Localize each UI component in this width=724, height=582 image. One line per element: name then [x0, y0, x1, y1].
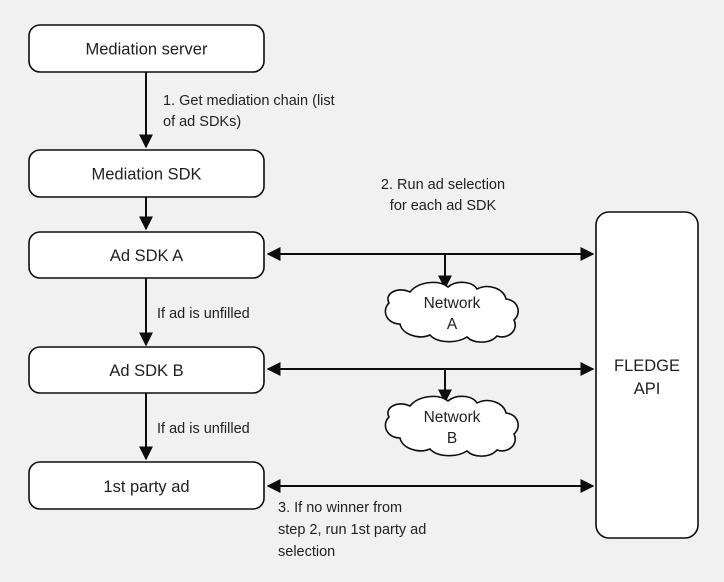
node-mediation-server[interactable]: Mediation server	[28, 24, 265, 73]
step-2-line-1: 2. Run ad selection	[381, 177, 505, 193]
ad-sdk-a-label: Ad SDK A	[110, 247, 183, 265]
ad-sdk-b-box	[28, 346, 265, 394]
edge-label-if-ad-unfilled-a: If ad is unfilled	[157, 306, 250, 322]
node-network-a[interactable]: Network A	[384, 281, 519, 343]
network-a-cloud-shape	[384, 281, 519, 343]
mediation-server-label: Mediation server	[86, 41, 208, 59]
fledge-api-label-line1: FLEDGE	[614, 357, 680, 375]
network-a-label-line2: A	[447, 316, 458, 333]
ad-sdk-a-box	[28, 231, 265, 279]
step-3-line-1: 3. If no winner from	[278, 500, 402, 516]
node-first-party-ad[interactable]: 1st party ad	[28, 461, 265, 510]
edge-label-step-1: 1. Get mediation chain (list of ad SDKs)	[163, 93, 335, 130]
node-network-b[interactable]: Network B	[384, 395, 519, 457]
first-party-ad-label: 1st party ad	[103, 478, 189, 496]
edge-label-if-ad-unfilled-b: If ad is unfilled	[157, 421, 250, 437]
node-ad-sdk-b[interactable]: Ad SDK B	[28, 346, 265, 394]
step-3-line-2: step 2, run 1st party ad	[278, 522, 426, 538]
edge-label-step-2: 2. Run ad selection for each ad SDK	[381, 177, 505, 214]
first-party-ad-box	[28, 461, 265, 510]
step-1-line-1: 1. Get mediation chain (list	[163, 93, 335, 109]
network-b-label-line1: Network	[424, 409, 481, 426]
fledge-api-label-line2: API	[634, 380, 661, 398]
mediation-sdk-box	[28, 149, 265, 198]
fledge-api-box	[595, 211, 699, 539]
edge-label-step-3: 3. If no winner from step 2, run 1st par…	[278, 500, 426, 560]
node-fledge-api[interactable]: FLEDGE API	[595, 211, 699, 539]
network-a-label-line1: Network	[424, 295, 481, 312]
ad-sdk-b-label: Ad SDK B	[109, 362, 183, 380]
node-mediation-sdk[interactable]: Mediation SDK	[28, 149, 265, 198]
mediation-server-box	[28, 24, 265, 73]
network-b-cloud-shape	[384, 395, 519, 457]
step-3-line-3: selection	[278, 544, 335, 560]
node-ad-sdk-a[interactable]: Ad SDK A	[28, 231, 265, 279]
mediation-sdk-label: Mediation SDK	[91, 166, 201, 184]
step-1-line-2: of ad SDKs)	[163, 114, 241, 130]
network-b-label-line2: B	[447, 430, 457, 447]
step-2-line-2: for each ad SDK	[390, 198, 497, 214]
